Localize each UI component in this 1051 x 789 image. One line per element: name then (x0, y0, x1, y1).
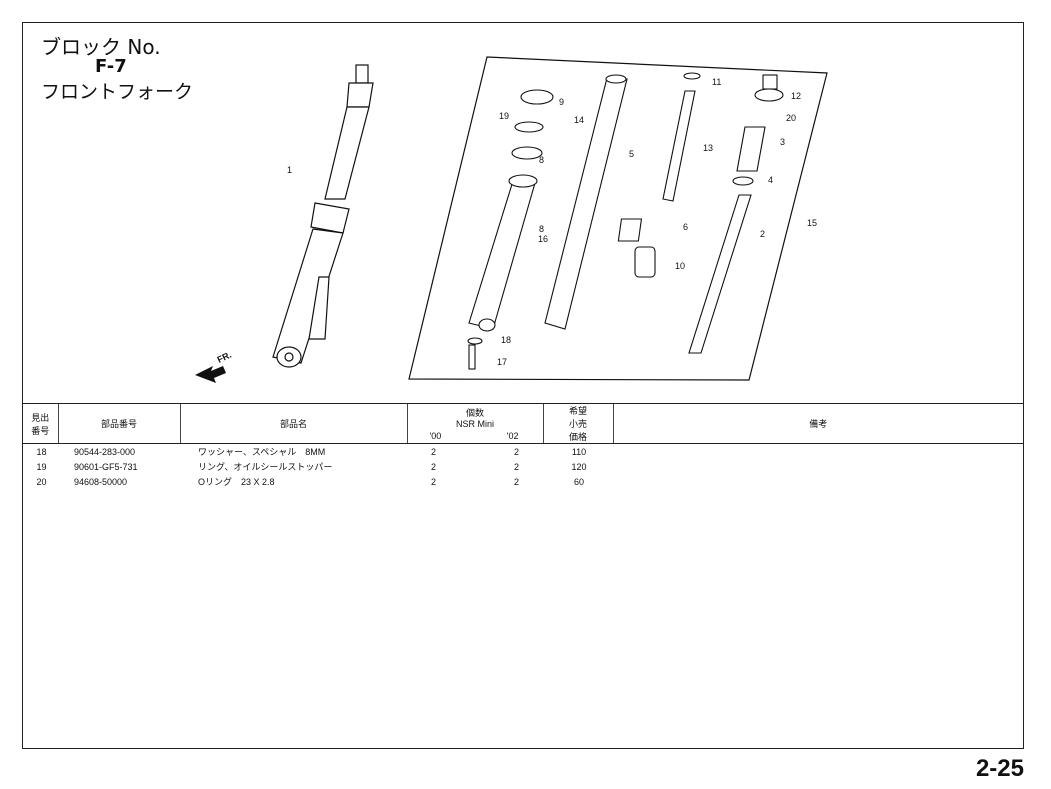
qty-cell: 2 2 (407, 474, 543, 489)
ref-no-header-line1: 見出 (31, 412, 50, 423)
callout-label: 5 (629, 149, 634, 159)
parts-table: 見出 番号 部品番号 部品名 個数 NSR Mini '00 '02 (23, 403, 1023, 489)
part-name-cell: Oリング 23 X 2.8 (198, 477, 275, 487)
table-row: 18 90544-283-000 ワッシャー、スペシャル 8MM 2 2 110 (23, 444, 1023, 460)
exploded-view-boundary (408, 56, 828, 381)
year2-header: '02 (506, 431, 519, 441)
ref-no-header: 見出 番号 (23, 403, 58, 444)
callout-label: 12 (791, 91, 801, 101)
callout-label: 8 (539, 224, 544, 234)
callout-label: 1 (287, 165, 292, 175)
qty-02-cell: 2 (513, 476, 519, 487)
callout-label: 9 (559, 97, 564, 107)
ref-no-header-line2: 番号 (31, 425, 50, 436)
parts-sheet-frame: ブロック No. F-7 フロントフォーク FR. (22, 22, 1024, 749)
callout-label: 15 (807, 218, 817, 228)
callout-label: 2 (760, 229, 765, 239)
callout-labels: 1 2 3 4 5 6 8 8 9 10 11 12 13 14 15 16 1… (287, 77, 817, 367)
price-header-line1: 希望 (568, 406, 587, 416)
callout-label: 10 (675, 261, 685, 271)
price-header-line3: 価格 (568, 432, 587, 442)
part-no-header: 部品番号 (57, 403, 180, 444)
front-direction-arrow (195, 366, 226, 383)
price-header-line2: 小売 (568, 419, 587, 429)
ref-cell: 20 (36, 476, 47, 487)
callout-label: 4 (768, 175, 773, 185)
block-code: F-7 (95, 56, 127, 77)
fork-diagram-svg: FR. (195, 56, 828, 383)
price-cell: 120 (571, 461, 587, 472)
table-header-row: 見出 番号 部品番号 部品名 個数 NSR Mini '00 '02 (23, 403, 1023, 444)
qty-00-cell: 2 (431, 446, 437, 457)
model-header-label: NSR Mini (455, 419, 494, 429)
qty-02-cell: 2 (513, 461, 519, 472)
table-row: 19 90601-GF5-731 リング、オイルシールストッパー 2 2 120 (23, 459, 1023, 474)
part-no-cell: 90544-283-000 (74, 446, 136, 457)
ref-cell: 19 (36, 461, 47, 472)
qty-00-cell: 2 (431, 476, 437, 487)
qty-02-cell: 2 (513, 446, 519, 457)
callout-label: 16 (538, 234, 548, 244)
callout-label: 11 (712, 77, 721, 87)
remarks-cell (613, 459, 1023, 474)
block-name: フロントフォーク (41, 81, 194, 103)
part-name-header: 部品名 (179, 403, 407, 444)
exploded-parts (467, 72, 784, 370)
part-no-cell: 94608-50000 (74, 476, 128, 487)
remarks-cell (613, 474, 1023, 489)
table-row: 20 94608-50000 Oリング 23 X 2.8 2 2 60 (23, 474, 1023, 489)
qty-cell: 2 2 (407, 444, 543, 460)
callout-label: 3 (780, 137, 785, 147)
qty-00-cell: 2 (431, 461, 437, 472)
price-cell: 110 (571, 446, 587, 457)
part-name-cell: リング、オイルシールストッパー (198, 462, 333, 472)
year1-header: '00 (429, 431, 442, 441)
page-number: 2-25 (975, 755, 1024, 782)
callout-label: 19 (499, 111, 509, 121)
remarks-header: 備考 (612, 403, 1023, 444)
qty-header-label: 個数 (465, 408, 484, 418)
ref-cell: 18 (36, 446, 47, 457)
assembled-fork-illustration (272, 64, 374, 368)
price-cell: 60 (573, 476, 584, 487)
callout-label: 14 (574, 115, 584, 125)
price-header: 希望 小売 価格 (542, 403, 613, 444)
block-label: ブロック No. (41, 35, 161, 59)
remarks-cell (613, 444, 1023, 460)
callout-label: 18 (501, 335, 511, 345)
front-direction-label: FR. (216, 350, 233, 365)
callout-label: 17 (497, 357, 507, 367)
callout-label: 6 (683, 222, 688, 232)
part-no-cell: 90601-GF5-731 (74, 461, 138, 472)
callout-label: 20 (786, 113, 796, 123)
qty-header: 個数 NSR Mini '00 '02 (406, 403, 543, 444)
qty-cell: 2 2 (407, 459, 543, 474)
parts-table-wrap: 見出 番号 部品番号 部品名 個数 NSR Mini '00 '02 (23, 403, 1023, 489)
callout-label: 8 (539, 155, 544, 165)
part-name-cell: ワッシャー、スペシャル 8MM (198, 447, 326, 457)
exploded-diagram: ブロック No. F-7 フロントフォーク FR. (23, 23, 1025, 403)
callout-label: 13 (703, 143, 713, 153)
